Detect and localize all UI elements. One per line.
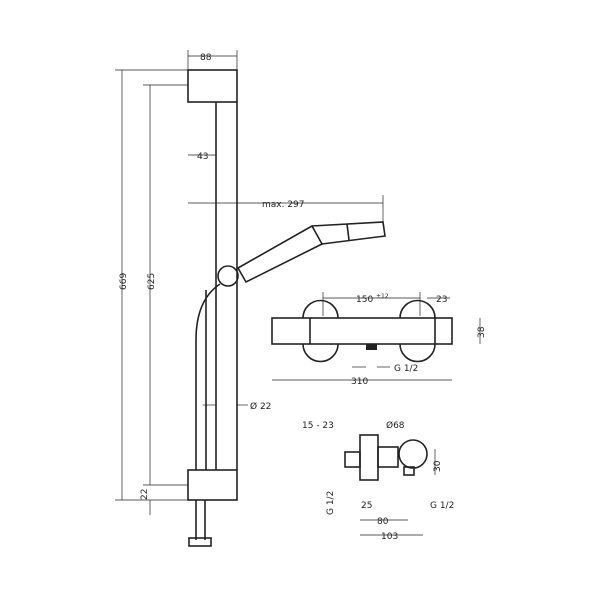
dim-150: 150 — [356, 295, 373, 305]
dim-22: 22 — [140, 489, 150, 500]
dim-g12-right: G 1/2 — [430, 501, 454, 511]
thermostat-side-view: 15 - 23 Ø68 30 G 1/2 G 1/2 25 80 103 — [302, 420, 454, 542]
rail-dimensions: 88 43 max. 297 669 625 22 Ø 22 — [115, 50, 384, 515]
dim-103: 103 — [381, 532, 398, 542]
dim-diameter-22: Ø 22 — [250, 401, 271, 412]
dim-669: 669 — [119, 273, 129, 290]
dim-30: 30 — [433, 460, 443, 472]
rail-bottom-holder — [187, 469, 238, 501]
dim-88: 88 — [200, 53, 212, 63]
dim-310: 310 — [351, 377, 368, 387]
rail-top-cap — [187, 69, 238, 103]
dim-23: 23 — [436, 295, 447, 305]
dim-80: 80 — [377, 517, 389, 527]
dim-g12-left: G 1/2 — [326, 491, 336, 515]
dim-g12-front: G 1/2 — [394, 364, 418, 374]
dim-max-297: max. 297 — [262, 200, 305, 210]
dim-25: 25 — [361, 501, 372, 511]
shower-rail-drawing — [187, 69, 386, 547]
dim-tolerance: ±12 — [376, 293, 389, 300]
dim-43: 43 — [197, 152, 208, 162]
slider — [217, 265, 239, 287]
thermostat-front-view: 150 ±12 23 38 G 1/2 310 — [271, 292, 487, 387]
dim-diameter-68: Ø68 — [386, 420, 405, 431]
dim-625: 625 — [147, 273, 157, 290]
hose — [195, 283, 221, 470]
dim-38: 38 — [477, 326, 487, 338]
hand-shower — [236, 224, 324, 284]
dim-15-23: 15 - 23 — [302, 421, 334, 431]
